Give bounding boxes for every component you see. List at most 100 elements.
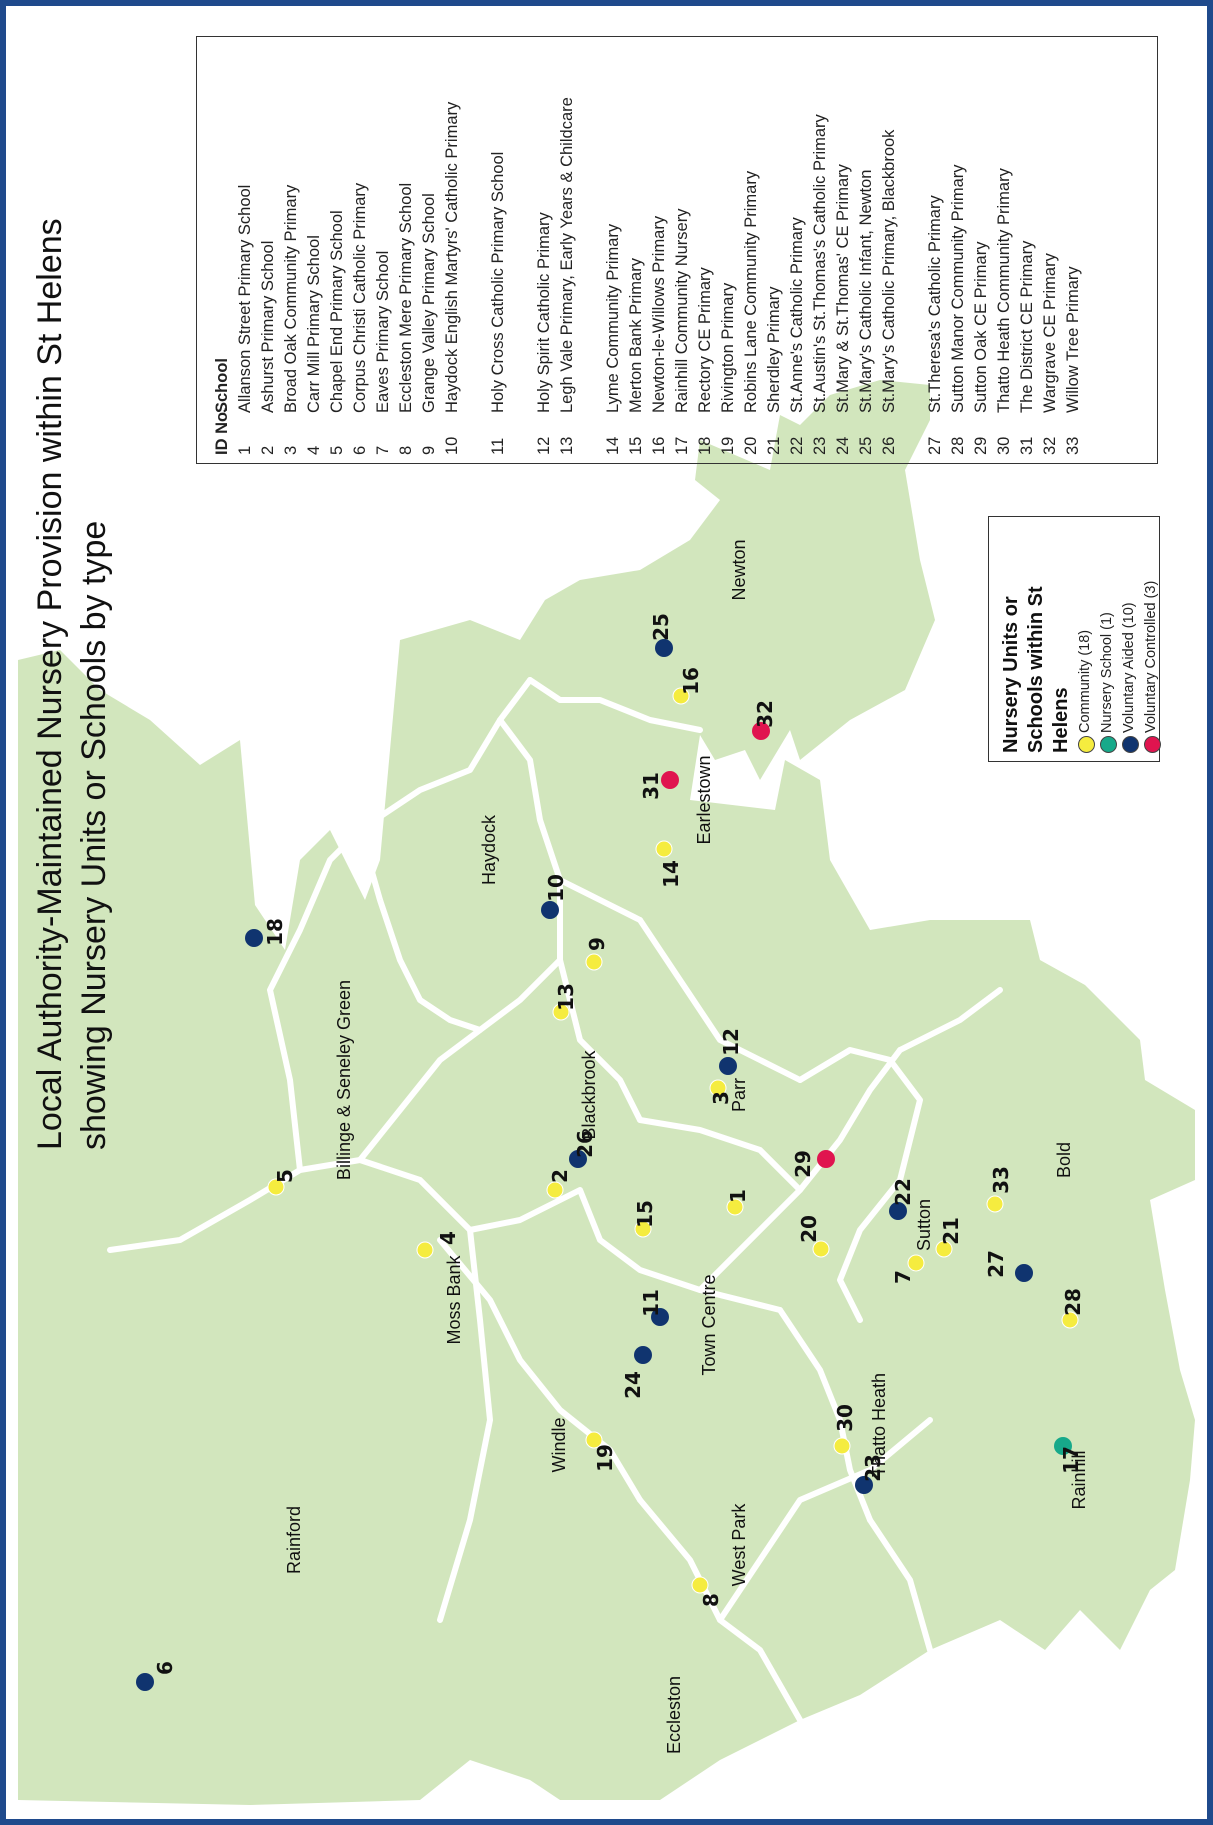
area-label: Thatto Heath [869,1373,889,1477]
school-marker[interactable] [672,687,690,705]
table-cell-school: Willow Tree Primary [1064,266,1082,413]
legend-item: Voluntary Controlled (3) [1141,523,1162,753]
school-marker[interactable] [661,771,679,789]
school-marker[interactable] [655,639,673,657]
legend-swatch [1100,736,1117,753]
school-id-label: 27 [984,1250,1008,1278]
area-label: West Park [729,1503,749,1587]
table-cell-id: 26 [880,436,898,455]
school-marker[interactable] [245,929,263,947]
table-row: 22 St.Anne's Catholic Primary [786,55,809,455]
school-marker[interactable] [935,1240,953,1258]
table-row: 1 Allanson Street Primary School [234,55,257,455]
table-cell-id: 9 [420,445,438,455]
school-marker[interactable] [267,1178,285,1196]
legend-label: Community (18) [1077,629,1093,733]
school-id-label: 30 [833,1404,857,1432]
school-marker[interactable] [546,1181,564,1199]
table-cell-id: 27 [926,436,944,455]
school-id-label: 9 [585,937,609,951]
table-cell-school: Ashurst Primary School [259,240,277,413]
school-id-label: 28 [1061,1288,1085,1316]
school-marker[interactable] [1054,1437,1072,1455]
school-marker[interactable] [1015,1264,1033,1282]
table-cell-school: St.Theresa's Catholic Primary [926,195,944,413]
school-id-label: 31 [639,772,663,800]
table-cell-school: Sutton Oak CE Primary [972,241,990,413]
area-label: Blackbrook [579,1049,599,1139]
school-marker[interactable] [655,840,673,858]
school-marker[interactable] [585,953,603,971]
school-marker[interactable] [833,1437,851,1455]
school-marker[interactable] [1061,1311,1079,1329]
table-cell-id: 11 [489,437,507,455]
table-cell-id: 32 [1041,436,1059,455]
school-marker[interactable] [416,1241,434,1259]
school-id-label: 2 [548,1169,572,1183]
legend-swatch [1078,736,1095,753]
legend-label: Nursery School (1) [1099,612,1115,733]
table-cell-id: 8 [397,445,415,455]
school-marker[interactable] [541,901,559,919]
school-marker[interactable] [812,1240,830,1258]
area-label: Rainhill [1069,1450,1089,1509]
table-cell-school: Thatto Heath Community Primary [995,168,1013,413]
table-cell-id: 4 [305,445,323,455]
table-cell-school: The District CE Primary [1018,240,1036,413]
school-id-label: 23 [861,1454,885,1482]
area-label: Earlestown [694,755,714,844]
school-marker[interactable] [136,1673,154,1691]
school-marker[interactable] [986,1195,1004,1213]
table-cell-school: Allanson Street Primary School [236,184,254,413]
table-cell-school: Haydock English Martyrs' Catholic Primar… [443,101,461,413]
borough-landmass [18,380,1195,1805]
school-marker[interactable] [585,1431,603,1449]
school-marker[interactable] [709,1079,727,1097]
table-cell-id: 16 [650,436,668,455]
school-marker[interactable] [907,1254,925,1272]
school-id-label: 33 [989,1166,1013,1194]
legend-swatch [1144,736,1161,753]
title-line-1: Local Authority-Maintained Nursery Provi… [31,218,69,1150]
table-cell-id: 29 [972,436,990,455]
school-marker[interactable] [651,1308,669,1326]
table-cell-school: Legh Vale Primary, Early Years & Childca… [558,97,576,413]
table-cell-id: 22 [788,436,806,455]
legend-item: Community (18) [1075,523,1096,753]
table-cell-school: St.Anne's Catholic Primary [788,217,806,413]
school-marker[interactable] [552,1003,570,1021]
school-marker[interactable] [817,1150,835,1168]
school-marker[interactable] [726,1198,744,1216]
title-line-2: showing Nursery Units or Schools by type [75,520,113,1150]
legend-swatch [1122,736,1139,753]
school-marker[interactable] [855,1476,873,1494]
map-legend: Nursery Units or Schools within St Helen… [988,516,1162,762]
legend-item: Voluntary Aided (10) [1119,523,1140,753]
school-marker[interactable] [889,1202,907,1220]
school-marker[interactable] [719,1057,737,1075]
legend-label: Voluntary Aided (10) [1121,602,1137,733]
school-id-label: 20 [797,1215,821,1243]
school-marker[interactable] [634,1220,652,1238]
school-marker[interactable] [752,722,770,740]
table-cell-school: Sutton Manor Community Primary [949,164,967,414]
school-marker[interactable] [634,1346,652,1364]
school-marker[interactable] [569,1150,587,1168]
school-marker[interactable] [691,1576,709,1594]
table-cell-id: 13 [558,436,576,455]
table-cell-id: 1 [236,445,254,455]
